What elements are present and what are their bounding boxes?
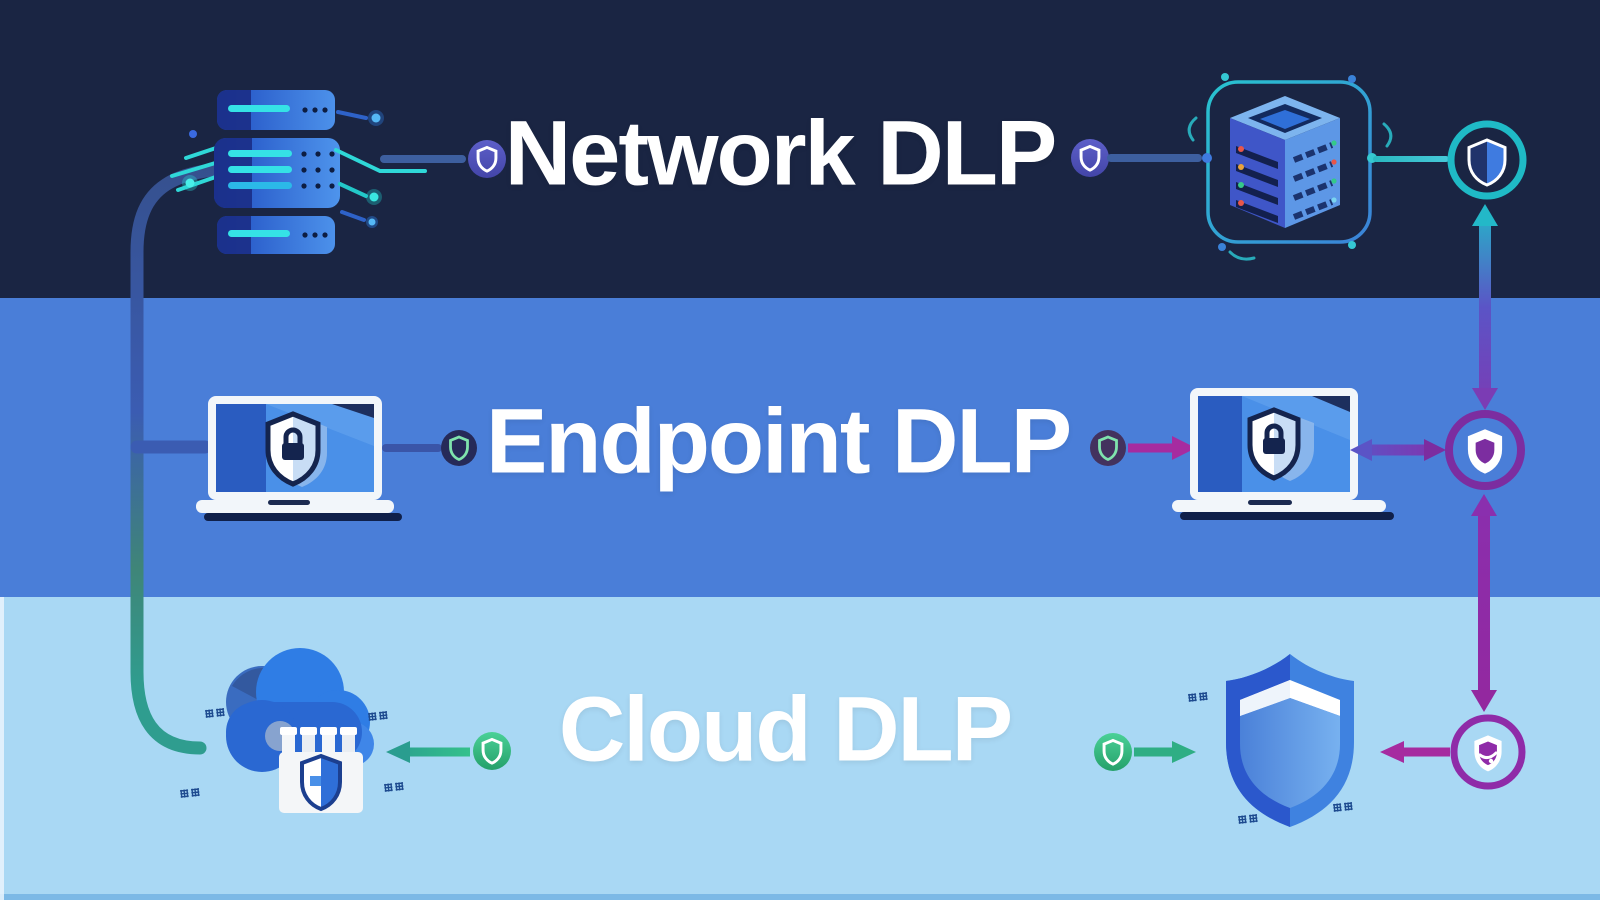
endpoint-shield-badge-right [1090,430,1126,466]
data-glyph [205,708,225,718]
endpoint-magenta-arrow-right [1128,436,1196,460]
data-glyph [1238,814,1258,824]
data-glyph [368,711,388,721]
endpoint-shield-badge-left [441,430,477,466]
bottom-edge-strip [0,894,1600,900]
endpoint-laptop-icon-left [196,396,402,521]
cloud-green-arrow-left [386,741,470,763]
cloud-green-arrow-right [1134,741,1196,763]
network-shield-badge-right [1071,139,1202,177]
flow-arrow-endpoint-cloud [1471,494,1497,712]
network-dlp-title: Network DLP [504,101,1058,206]
data-glyph [384,782,404,792]
left-edge-sliver [0,597,4,900]
data-glyph [180,788,200,798]
cloud-shield-badge-right [1094,733,1132,771]
isometric-server-frame [1187,73,1393,261]
isometric-server-icon [1230,96,1340,228]
cloud-protection-shield [1188,654,1354,827]
cloud-shield-badge-left [473,732,511,770]
network-shield-badge-left [468,140,506,178]
cloud-ring-shield [1450,714,1526,790]
network-ring-shield [1447,120,1527,200]
endpoint-dlp-label: Endpoint DLP [485,390,1072,493]
flow-arrow-network-endpoint [1472,204,1498,410]
network-dlp-label: Network DLP [504,102,1058,205]
cloud-magenta-arrow-left [1380,741,1450,763]
server-stack-icon [170,90,427,254]
flow-arrow-endpoint-laptop-ring [1350,439,1446,461]
data-glyph [1188,692,1208,702]
cloud-dlp-title: Cloud DLP [558,677,1013,782]
left-trunk-connector [130,161,259,755]
cloud-fortress-icon [180,648,404,813]
endpoint-dlp-title: Endpoint DLP [485,389,1072,494]
fortress-wall [279,727,363,813]
data-glyph [1333,802,1353,812]
endpoint-laptop-icon-right [1172,388,1394,520]
cloud-dlp-label: Cloud DLP [558,678,1013,781]
endpoint-ring-shield [1445,410,1525,490]
